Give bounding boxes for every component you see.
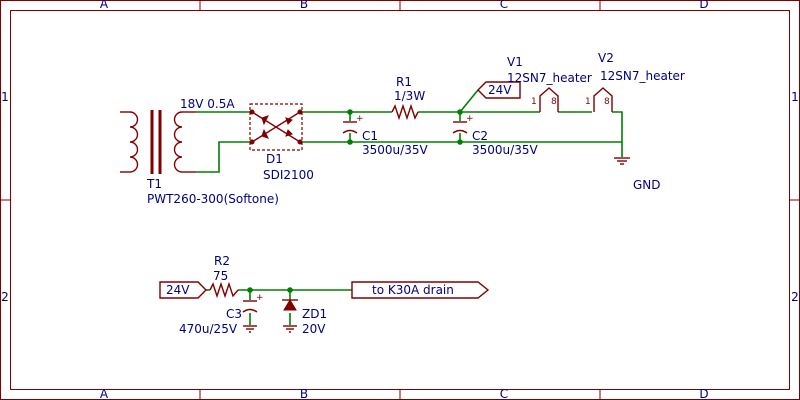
transformer-t1[interactable]: T1 PWT260-300(Softone) 18V 0.5A (120, 97, 279, 206)
net-label-output-text: to K30A drain (372, 283, 454, 297)
v2-value: 12SN7_heater (600, 69, 685, 83)
zone-bottom-a: A (100, 387, 109, 400)
r1-ref: R1 (396, 75, 412, 89)
zone-right-1: 1 (791, 90, 799, 104)
ground-symbol[interactable]: GND (614, 157, 661, 192)
junction-c1-top (347, 109, 353, 115)
resistor-r1[interactable]: R1 1/3W (391, 75, 425, 121)
d1-ref: D1 (266, 152, 283, 166)
c1-value: 3500u/35V (362, 143, 428, 157)
zone-bottom-d: D (699, 387, 708, 400)
junction-c2-bottom (457, 139, 463, 145)
tube-heater-v1[interactable]: 1 8 V1 12SN7_heater (507, 55, 592, 112)
net-label-24v-bottom-text: 24V (166, 283, 190, 297)
zone-top-a: A (100, 0, 109, 11)
resistor-r2[interactable]: R2 75 (209, 254, 239, 299)
t1-value: PWT260-300(Softone) (147, 192, 279, 206)
c3-ref: C3 (226, 307, 242, 321)
zone-bottom-b: B (300, 387, 308, 400)
net-label-24v-bottom[interactable]: 24V (159, 281, 207, 299)
zone-bottom-c: C (500, 387, 508, 400)
zone-left-2: 2 (1, 290, 9, 304)
junction-zd1 (287, 287, 293, 293)
c1-ref: C1 (362, 129, 378, 143)
capacitor-c2[interactable]: + C2 3500u/35V (452, 114, 538, 157)
junction-c1-bottom (347, 139, 353, 145)
svg-text:+: + (356, 114, 364, 124)
zone-top-c: C (500, 0, 508, 11)
svg-text:8: 8 (551, 97, 557, 107)
junction-c3 (247, 287, 253, 293)
svg-text:1: 1 (531, 97, 537, 107)
svg-text:8: 8 (604, 97, 610, 107)
zone-top-b: B (300, 0, 308, 11)
v1-ref: V1 (507, 55, 523, 69)
tube-heater-v2[interactable]: 1 8 V2 12SN7_heater (585, 51, 685, 112)
zone-top-d: D (699, 0, 708, 11)
c3-value: 470u/25V (179, 322, 238, 336)
t1-secondary-label: 18V 0.5A (180, 97, 235, 111)
junction-c2-top (457, 109, 463, 115)
svg-text:+: + (466, 114, 474, 124)
r2-ref: R2 (214, 254, 230, 268)
v1-value: 12SN7_heater (507, 71, 592, 85)
zener-diode-zd1[interactable]: ZD1 20V (282, 299, 327, 336)
c2-value: 3500u/35V (472, 143, 538, 157)
v2-ref: V2 (598, 51, 614, 65)
net-label-24v-top[interactable]: 24V (477, 81, 521, 99)
svg-text:+: + (256, 293, 264, 303)
r2-value: 75 (213, 269, 228, 283)
bridge-rectifier-d1[interactable]: D1 SDI2100 (249, 103, 314, 182)
capacitor-c1[interactable]: + C1 3500u/35V (342, 114, 428, 157)
zone-right-2: 2 (791, 290, 799, 304)
r1-value: 1/3W (394, 89, 425, 103)
zone-left-1: 1 (1, 90, 9, 104)
net-label-output[interactable]: to K30A drain (351, 281, 490, 299)
gnd-label: GND (633, 178, 661, 192)
svg-text:1: 1 (585, 97, 591, 107)
junctions (247, 109, 463, 293)
d1-value: SDI2100 (263, 168, 314, 182)
t1-ref: T1 (146, 177, 162, 191)
zd1-ref: ZD1 (302, 307, 327, 321)
zd1-value: 20V (302, 322, 326, 336)
capacitor-c3[interactable]: + C3 470u/25V (179, 293, 264, 336)
net-label-24v-top-text: 24V (488, 83, 512, 97)
c2-ref: C2 (472, 129, 488, 143)
